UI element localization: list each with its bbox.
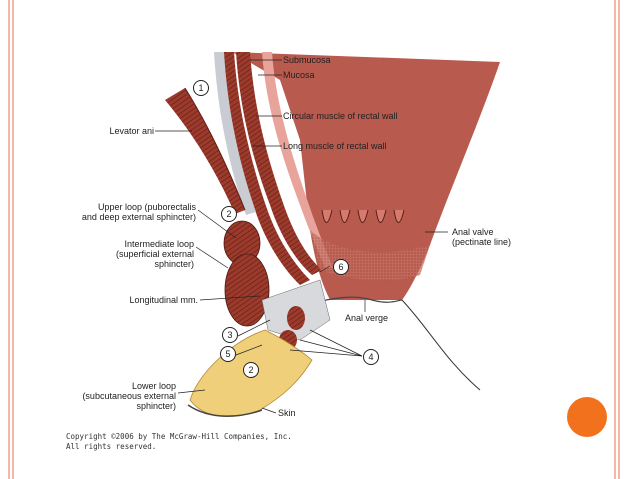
callout-6: 6 bbox=[333, 259, 349, 275]
right-border-line-inner bbox=[618, 0, 620, 479]
rectal-wall bbox=[232, 52, 500, 300]
label-lower-loop: Lower loop (subcutaneous external sphinc… bbox=[82, 381, 176, 411]
callout-4: 4 bbox=[363, 349, 379, 365]
callout-3: 3 bbox=[222, 327, 238, 343]
callout-1: 1 bbox=[193, 80, 209, 96]
callout-2-lower: 2 bbox=[243, 362, 259, 378]
left-border-line-inner bbox=[12, 0, 14, 479]
anal-lumen bbox=[330, 300, 480, 392]
label-anal-valve: Anal valve (pectinate line) bbox=[452, 227, 512, 247]
levator-ani-muscle bbox=[165, 88, 245, 214]
copyright-notice: Copyright ©2006 by The McGraw-Hill Compa… bbox=[66, 432, 292, 451]
callout-2-upper: 2 bbox=[221, 206, 237, 222]
left-border-line bbox=[8, 0, 10, 479]
label-intermediate-loop: Intermediate loop (superficial external … bbox=[115, 239, 194, 269]
anal-valves bbox=[321, 209, 405, 223]
label-anal-verge: Anal verge bbox=[345, 313, 389, 323]
intermediate-loop-muscle bbox=[224, 253, 270, 327]
right-border-line bbox=[614, 0, 616, 479]
label-levator-ani: Levator ani bbox=[109, 126, 154, 136]
label-circular-muscle: Circular muscle of rectal wall bbox=[283, 111, 398, 121]
callout-5: 5 bbox=[220, 346, 236, 362]
label-long-muscle: Long muscle of rectal wall bbox=[283, 141, 387, 151]
label-upper-loop: Upper loop (puborectalis and deep extern… bbox=[81, 202, 196, 222]
label-longitudinal-mm: Longitudinal mm. bbox=[129, 295, 198, 305]
label-skin: Skin bbox=[278, 408, 296, 418]
label-mucosa: Mucosa bbox=[283, 70, 315, 80]
orange-dot-decoration bbox=[567, 397, 607, 437]
label-submucosa: Submucosa bbox=[283, 55, 331, 65]
